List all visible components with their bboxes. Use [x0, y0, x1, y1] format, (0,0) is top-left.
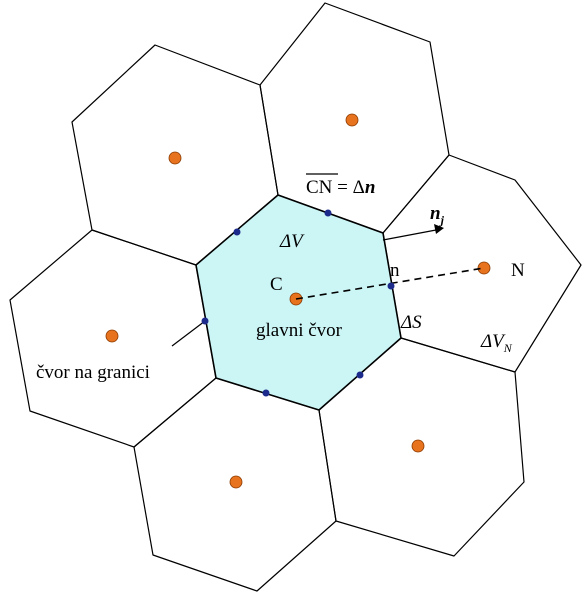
distance-eq-text: = Δ	[332, 177, 364, 198]
boundary-dot-right	[387, 282, 395, 290]
node-dot-bottom-left	[229, 475, 243, 489]
distance-cn-text: CN	[306, 177, 333, 198]
neighbor-node-label: N	[511, 260, 525, 281]
distance-n-text: n	[365, 177, 376, 198]
main-node-label: glavni čvor	[256, 320, 343, 341]
normal-vector-label: nj	[430, 203, 445, 227]
boundary-dot-upper-left	[233, 228, 241, 236]
cn-dashed-line	[295, 267, 485, 300]
delta-v-n-main: ΔV	[480, 331, 506, 352]
boundary-dot-lower-right	[356, 371, 364, 379]
node-dot-bottom-right	[411, 439, 425, 453]
normal-vector-arrow	[382, 229, 437, 241]
node-dot-neighbor-n	[477, 261, 491, 275]
c-point-label: C	[270, 274, 283, 295]
boundary-dot-bottom	[262, 389, 270, 397]
delta-v-n-subscript: N	[503, 341, 513, 355]
delta-v-label: ΔV	[279, 231, 305, 252]
node-dot-top	[345, 113, 359, 127]
delta-s-label: ΔS	[400, 312, 422, 333]
normal-vector-arrowhead	[434, 224, 444, 234]
boundary-dot-top	[324, 209, 332, 217]
delta-v-n-label: ΔVN	[480, 331, 513, 355]
boundary-node-pointer	[171, 320, 206, 347]
n-point-label: n	[390, 260, 400, 281]
boundary-node-label: čvor na granici	[36, 362, 150, 383]
node-dot-top-left	[168, 151, 182, 165]
boundary-dot-left	[201, 317, 209, 325]
normal-vector-subscript: j	[439, 213, 445, 227]
node-dot-left	[105, 329, 119, 343]
distance-cn-label: CN = Δn	[306, 177, 375, 198]
normal-vector-main: n	[430, 203, 441, 224]
